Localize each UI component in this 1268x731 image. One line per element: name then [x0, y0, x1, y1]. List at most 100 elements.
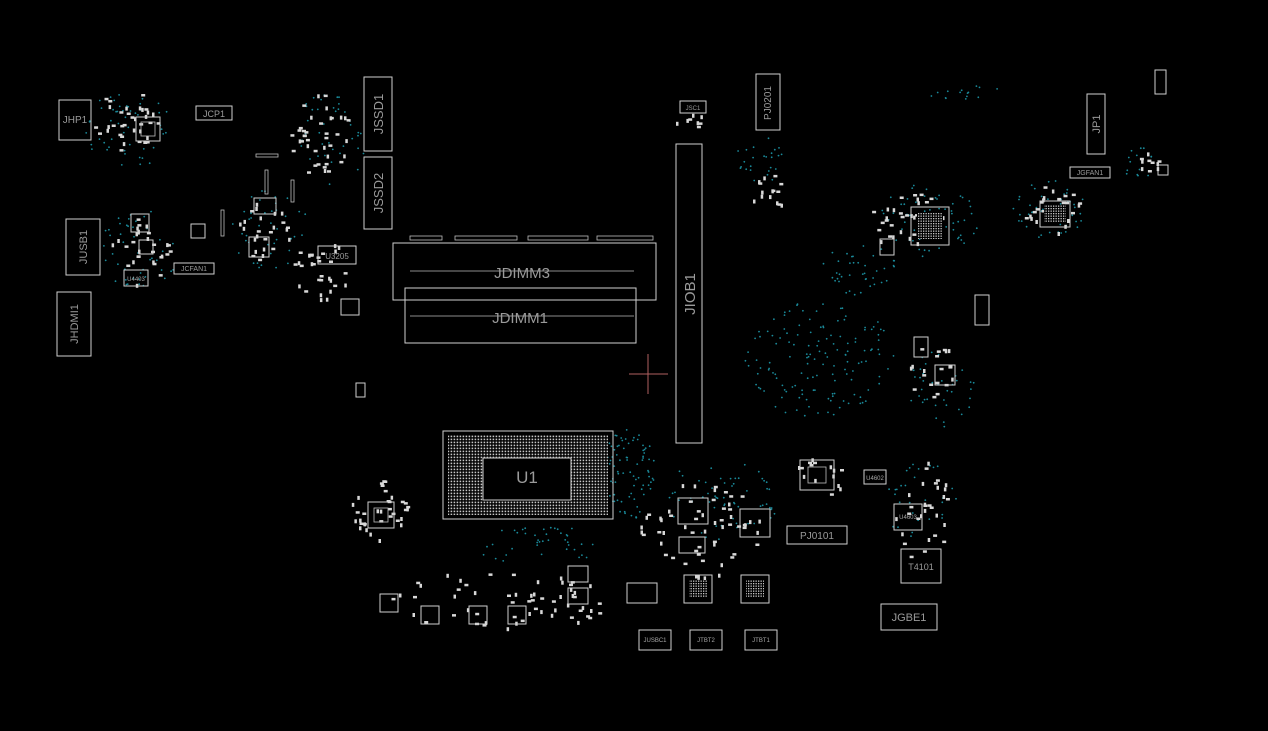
via	[887, 368, 889, 370]
via	[877, 348, 880, 351]
component-jtbt1[interactable]: JTBT1	[744, 629, 778, 651]
via	[774, 405, 777, 408]
via	[609, 459, 612, 462]
via	[972, 232, 975, 235]
via	[900, 484, 902, 487]
smd-pad	[297, 261, 301, 266]
component-jgbe1[interactable]: JGBE1	[880, 603, 938, 631]
component-jdimm3[interactable]: JDIMM3	[392, 242, 657, 301]
component-jdimm1[interactable]: JDIMM1	[404, 287, 637, 344]
component-jhp1[interactable]: JHP1	[58, 99, 92, 141]
ic-chip-left-mid[interactable]: U4403	[123, 213, 154, 287]
via	[1063, 193, 1065, 196]
smd-pad	[586, 615, 591, 618]
via	[952, 222, 955, 225]
via	[287, 262, 289, 265]
via	[803, 414, 806, 417]
smd-pad	[124, 245, 129, 248]
smd-pad	[324, 132, 329, 135]
smd-pad	[506, 627, 510, 632]
smd-pad	[808, 461, 812, 465]
via	[945, 226, 948, 228]
via	[1042, 208, 1044, 211]
ic-chips-lower-center[interactable]	[367, 497, 771, 625]
component-t4101[interactable]: T4101	[900, 548, 942, 584]
component-jtbt2[interactable]: JTBT2	[689, 629, 723, 651]
smd-pad	[271, 247, 276, 251]
component-jusb1[interactable]: JUSB1	[65, 218, 101, 276]
via	[910, 399, 913, 402]
via	[547, 539, 550, 542]
smd-pad	[660, 518, 663, 523]
smd-pad	[319, 275, 324, 278]
component-jiob1[interactable]: JIOB1	[675, 143, 703, 444]
ic-chip-right-upper[interactable]	[1039, 200, 1071, 228]
via	[1031, 211, 1034, 214]
via	[1073, 203, 1075, 206]
via	[644, 447, 647, 449]
via	[338, 96, 340, 99]
component-jhdmi1[interactable]: JHDMI1	[56, 291, 92, 357]
smd-pad	[136, 255, 141, 258]
via	[755, 359, 758, 361]
component-pj0101[interactable]: PJ0101	[786, 525, 848, 545]
via	[541, 540, 544, 543]
via	[718, 538, 720, 541]
via	[132, 277, 135, 280]
via	[783, 389, 786, 391]
via	[1066, 188, 1069, 191]
smd-pad	[285, 227, 289, 232]
smd-pad	[302, 104, 307, 107]
smd-pad	[510, 601, 515, 604]
via	[633, 484, 635, 487]
component-pj0201[interactable]: PJ0201	[755, 73, 781, 131]
ic-chip-left-top[interactable]	[135, 116, 161, 142]
via	[783, 328, 786, 330]
ic-chip-right-gpu[interactable]	[910, 206, 950, 246]
smd-pad	[464, 583, 469, 587]
smd-pad	[403, 508, 408, 512]
smd-pad	[569, 616, 574, 619]
smd-pad	[317, 260, 322, 263]
smd-pad	[917, 201, 920, 206]
smd-pad	[1032, 210, 1037, 214]
via	[888, 488, 890, 491]
component-jcfan1[interactable]: JCFAN1	[173, 262, 215, 275]
via	[648, 475, 650, 478]
component-jssd2[interactable]: JSSD2	[363, 156, 393, 230]
smd-pad	[684, 525, 687, 530]
smd-pad	[1071, 211, 1075, 215]
component-jsc1[interactable]: JSC1	[679, 100, 707, 114]
via	[877, 339, 880, 341]
smd-pad	[671, 556, 676, 560]
jcfan1-label: JCFAN1	[181, 266, 207, 273]
ic-chip-right-small: U4602 U4603	[799, 238, 990, 531]
smd-pad	[892, 208, 896, 213]
via	[805, 398, 808, 401]
component-jusbc1[interactable]: JUSBC1	[638, 629, 672, 651]
smd-pad	[395, 519, 400, 522]
component-jssd1[interactable]: JSSD1	[363, 76, 393, 152]
component-jgfan1[interactable]: JGFAN1	[1069, 166, 1111, 179]
component-jp1[interactable]: JP1	[1086, 93, 1106, 155]
via	[859, 291, 862, 294]
via	[591, 543, 594, 546]
smd-pad	[152, 262, 157, 266]
smd-pad	[721, 525, 724, 530]
via	[165, 131, 167, 134]
ic-chip-left-center[interactable]	[190, 197, 277, 258]
via	[961, 196, 964, 199]
via	[261, 190, 263, 192]
via	[967, 91, 970, 94]
smd-pad	[721, 507, 726, 510]
component-u3205[interactable]: U3205	[317, 245, 357, 265]
smd-pad	[777, 203, 782, 206]
component-jcp1[interactable]: JCP1	[195, 105, 233, 121]
via	[1126, 169, 1129, 172]
component-u1-cpu[interactable]: U1	[442, 430, 614, 520]
via	[635, 478, 637, 481]
via	[1059, 223, 1062, 226]
via	[917, 468, 920, 470]
via	[633, 498, 636, 500]
